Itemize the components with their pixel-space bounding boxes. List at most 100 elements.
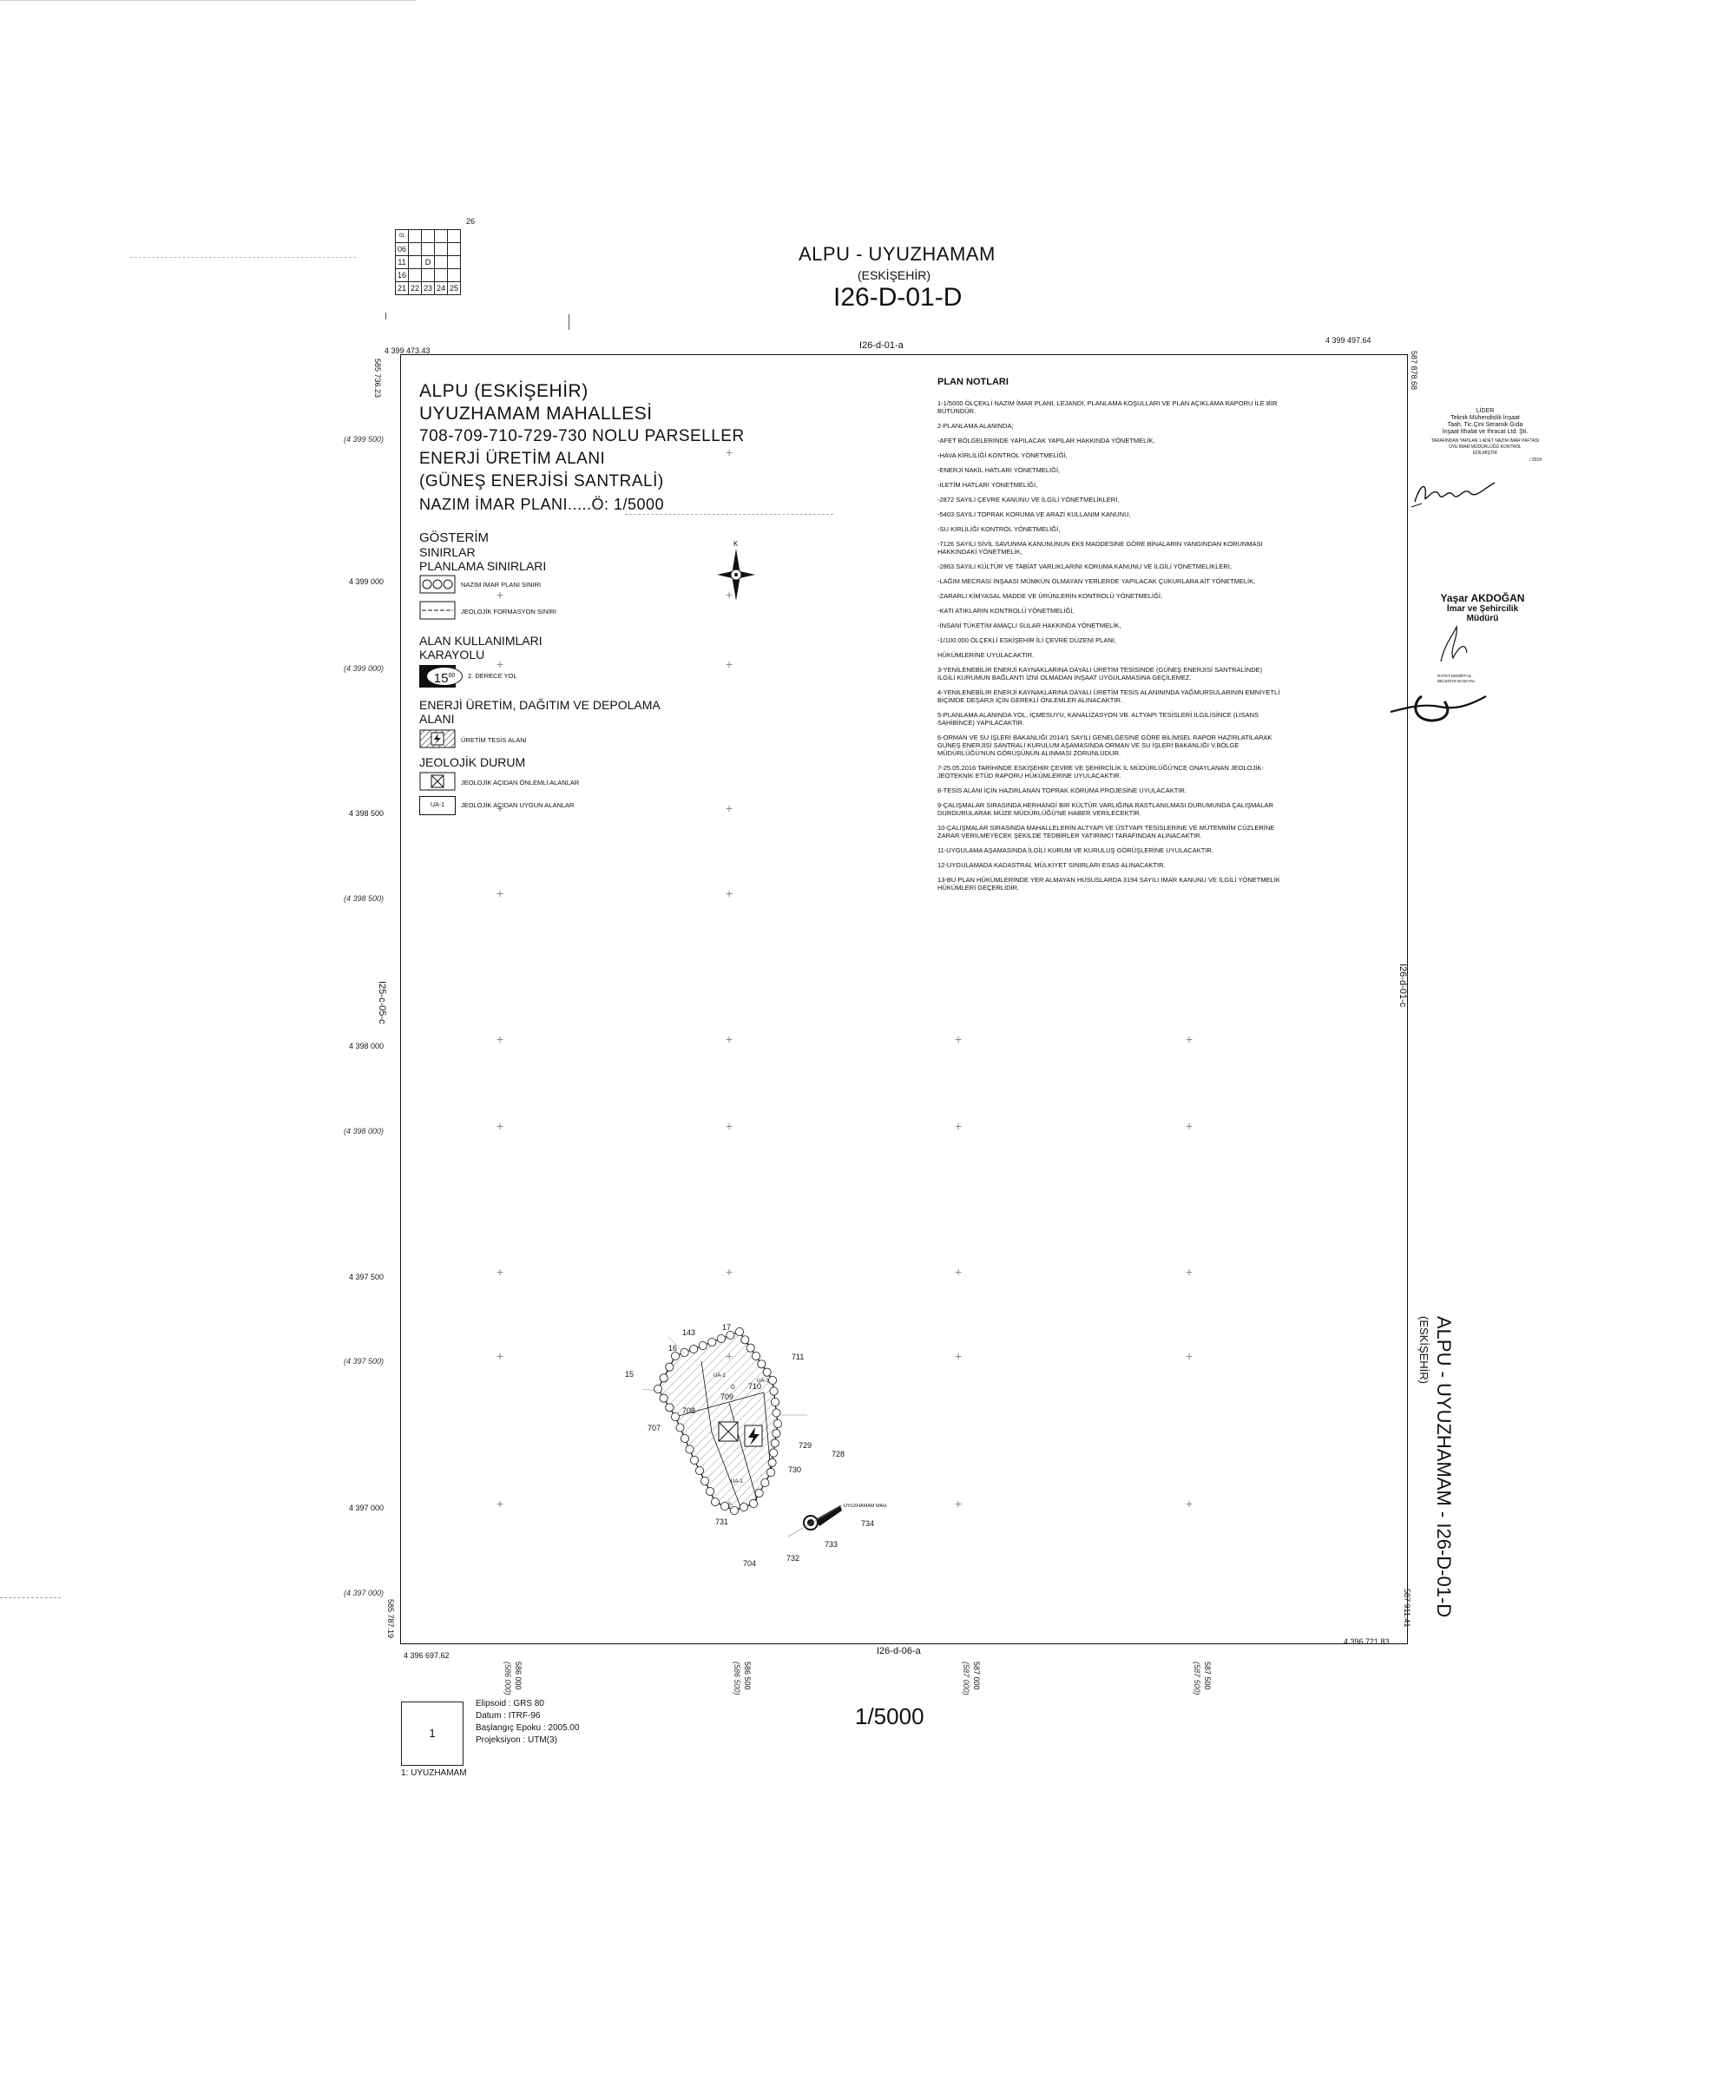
boundary-circle [689,1344,699,1353]
signature-1 [1410,482,1496,508]
left-bottom-vertical: 585 787.19 [386,1599,395,1639]
projection-info: Elipsoid : GRS 80 Datum : ITRF-96 Başlan… [476,1698,580,1747]
bottom-coordinate-alt-label: (587 500) [1193,1662,1201,1695]
plan-title-line-4: ENERJİ ÜRETİM ALANI [419,450,606,468]
grid-cross: + [1186,1349,1194,1363]
legend-karayolu: KARAYOLU [419,648,485,662]
onlemli-area-symbol [718,1421,739,1442]
legend-uretim-tesis: ÜRETİM TESİS ALANI [461,736,527,744]
officer-block: Yaşar AKDOĞAN İmar ve Şehircilik Müdürü [1413,592,1552,623]
boundary-circle [739,1502,748,1511]
company-line-4: İnşaat İthalat ve İhracat Ltd. Şti. [1442,429,1529,435]
parcel-label: 16 [668,1344,678,1353]
parcel-small-label: UA-1 [713,1373,726,1379]
grid-cross: + [955,1497,963,1511]
legend-title: GÖSTERİM [419,530,490,545]
index-grid-cell: 23 [421,281,435,295]
index-grid-cell [434,268,448,282]
left-coordinate-label: (4 398 500) [343,894,384,903]
boundary-circle [757,1359,766,1369]
plan-title-line-1: ALPU (ESKİŞEHİR) [419,381,589,401]
index-grid-cell [408,255,422,269]
index-grid-cell [408,242,422,256]
index-grid-cell [447,242,461,256]
boundary-circle [748,1498,758,1508]
parcel-label: 709 [720,1392,734,1401]
uygun-symbol: UA-1 [419,796,456,815]
sheet-code: I26-D-01-D [833,283,963,312]
bottom-coordinate-label: 587 000 [972,1662,981,1690]
right-top-vertical: 587 878.68 [1410,351,1418,391]
company-line-1: LİDER [1476,408,1495,414]
stamp-small-2: ÜYE İMAR MÜDÜRLÜĞÜ KONTROL [1449,444,1522,450]
index-grid-cell [408,229,422,243]
grid-cross: + [726,657,733,671]
road-number: 15 [433,671,449,686]
plan-note: 8-TESİS ALANI İÇİN HAZIRLANAN TOPRAK KOR… [937,787,1187,794]
plan-note: -5403 SAYILI TOPRAK KORUMA VE ARAZİ KULL… [937,510,1131,518]
plan-note: -SU KİRLİLİĞİ KONTROL YÖNETMELİĞİ, [937,525,1061,533]
radial-line [641,1388,659,1392]
uretim-tesis-symbol [419,729,456,748]
uygun-code: UA-1 [431,802,444,808]
scan-mark [130,257,356,259]
boundary-circle [716,1333,726,1343]
boundary-circle [720,1501,730,1511]
plan-note: 5-PLANLAMA ALANINDA YOL, İÇMESUYU, KANAL… [937,711,1259,727]
grid-cross: + [1186,1119,1194,1133]
grid-cross: + [955,1032,963,1046]
boundary-circle [760,1478,770,1487]
legend-sinirlar: SINIRLAR [419,545,476,559]
boundary-circle [770,1398,779,1407]
boundary-circle [711,1497,720,1506]
parcel-label: 730 [788,1465,802,1474]
plan-note: 9-ÇALIŞMALAR SIRASINDA HERHANGİ BİR KÜLT… [937,801,1273,817]
left-coordinate-label: 4 399 000 [348,577,384,586]
company-line-3: Taah. Tic.Çini Seramik Gıda [1447,422,1523,428]
boundary-circle [695,1465,705,1475]
grid-cross: + [726,1119,733,1133]
left-coordinate-label: 4 397 500 [348,1273,384,1281]
lightning-icon [748,1427,760,1445]
side-title: ALPU - UYUZHAMAM - I26-D-01-D [1433,1316,1455,1618]
grid-cross: + [496,801,504,815]
parcel-label: 732 [786,1554,800,1563]
parcel-label: 704 [743,1559,757,1568]
boundary-circle [767,1458,777,1467]
plan-title-block: ALPU (ESKİŞEHİR) UYUZHAMAM MAHALLESİ 708… [419,380,745,516]
grid-cross: + [955,1349,963,1363]
info-datum: Datum : ITRF-96 [476,1711,541,1721]
officer-title-2: Müdürü [1466,614,1499,623]
plan-title-line-2: UYUZHAMAM MAHALLESİ [419,404,653,424]
boundary-circle [770,1438,779,1448]
info-epoch: Başlangıç Epoku : 2005.00 [476,1723,580,1733]
boundary-circle [772,1408,781,1418]
plan-note: -ZARARLI KİMYASAL MADDE VE ÜRÜNLERİN KON… [937,592,1163,600]
sheet-province: (ESKİŞEHİR) [858,268,931,282]
boundary-circle [769,1386,779,1396]
parcel-small-label: UA-1 [731,1479,743,1484]
side-title-sub: (ESKİŞEHİR) [1417,1316,1430,1385]
grid-cross: + [1186,1032,1194,1046]
index-grid-cell: 06 [395,242,409,256]
plan-note: -KATI ATIKLARIN KONTROLÜ YÖNETMELİĞİ, [937,607,1075,615]
footer-box: 1 [401,1702,464,1766]
index-grid-cell [447,268,461,282]
grid-cross: + [496,1497,504,1511]
sheet-title: ALPU - UYUZHAMAM [799,243,996,265]
onlemli-symbol [419,772,456,791]
boundary-circle [671,1412,681,1422]
boundary-circle [659,1373,668,1383]
parcel-label: 731 [715,1517,729,1526]
boundary-circle [735,1326,745,1336]
boundary-circle [698,1340,707,1350]
left-coordinate-label: 4 397 000 [348,1504,384,1512]
boundary-circle [730,1505,740,1515]
left-coordinate-label: (4 397 500) [343,1357,384,1366]
grid-cross: + [496,657,504,671]
stamp-small-3: EDİLMİŞTİR [1472,451,1498,456]
plan-notes-heading: PLAN NOTLARI [937,377,1009,387]
grid-cross: + [1186,1265,1194,1279]
parcel-label: 710 [748,1382,762,1391]
